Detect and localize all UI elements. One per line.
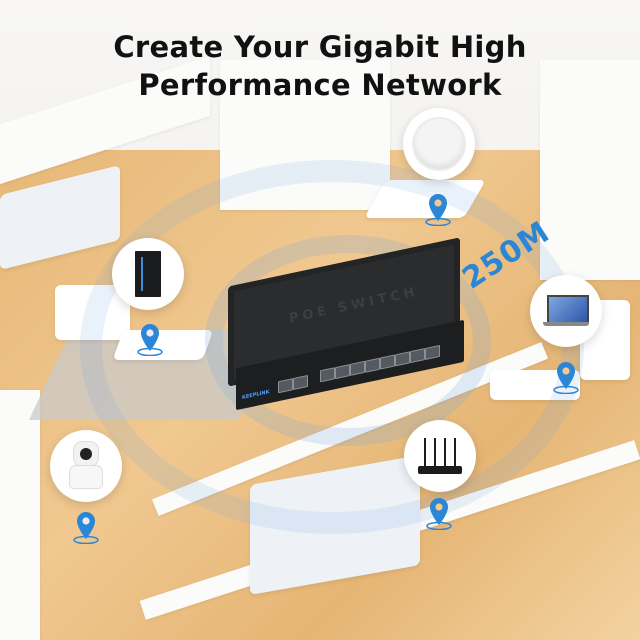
headline-line-2: Performance Network bbox=[138, 68, 502, 102]
poe-port-7 bbox=[410, 348, 425, 364]
poe-port-6 bbox=[395, 351, 410, 367]
poe-switch: POE SWITCH KEEPLINK bbox=[228, 237, 464, 411]
location-pin-icon bbox=[426, 498, 452, 530]
switch-brand: KEEPLINK bbox=[242, 389, 270, 401]
uplink-port-2 bbox=[293, 374, 308, 391]
wall-left bbox=[0, 390, 40, 640]
poe-port-4 bbox=[365, 357, 380, 373]
server-icon bbox=[135, 251, 161, 297]
wall-top-right bbox=[540, 60, 640, 280]
poe-port-1 bbox=[320, 367, 335, 383]
location-pin-icon bbox=[425, 194, 451, 226]
location-pin-icon bbox=[73, 512, 99, 544]
access-point-bubble bbox=[403, 108, 475, 180]
router-bubble bbox=[404, 420, 476, 492]
router-icon bbox=[416, 434, 464, 478]
headline-line-1: Create Your Gigabit High bbox=[113, 30, 527, 64]
camera-bubble bbox=[50, 430, 122, 502]
location-pin-icon bbox=[137, 324, 163, 356]
location-pin-icon bbox=[553, 362, 579, 394]
access-point-icon bbox=[414, 119, 464, 169]
poe-port-8 bbox=[425, 344, 440, 361]
laptop-icon bbox=[543, 295, 589, 327]
uplink-port-1 bbox=[278, 378, 293, 394]
poe-port-2 bbox=[335, 364, 350, 380]
server-bubble bbox=[112, 238, 184, 310]
laptop-bubble bbox=[530, 275, 602, 347]
poe-port-3 bbox=[350, 360, 365, 376]
headline: Create Your Gigabit High Performance Net… bbox=[0, 28, 640, 104]
camera-icon bbox=[66, 442, 106, 490]
poe-port-5 bbox=[380, 354, 395, 370]
